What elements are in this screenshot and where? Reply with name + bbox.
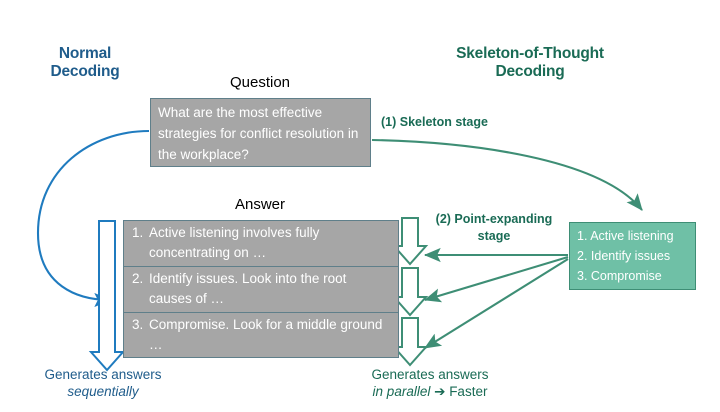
header-sot-line2: Decoding <box>495 63 565 80</box>
skeleton-item: 3. Compromise <box>577 269 662 283</box>
caption-parallel-line1: Generates answers <box>371 367 489 382</box>
curved-arrow-blue-icon <box>36 129 150 308</box>
question-text: What are the most effective strategies f… <box>158 105 359 162</box>
header-skeleton-of-thought-decoding: Skeleton-of-Thought Decoding <box>400 45 660 81</box>
answer-row-text: Identify issues. Look into the root caus… <box>149 271 347 306</box>
fan-arrow-green-3-icon <box>424 258 569 349</box>
answer-row-text: Compromise. Look for a middle ground … <box>149 317 383 352</box>
stage-2-label-line1: (2) Point-expanding <box>435 212 553 226</box>
header-normal-line2: Decoding <box>50 63 120 80</box>
caption-parallel-tail: Faster <box>449 384 488 399</box>
block-arrow-down-green-1-icon <box>391 217 429 266</box>
header-normal-decoding: Normal Decoding <box>20 45 150 81</box>
stage-2-label-line2: stage <box>477 229 511 243</box>
question-label: Question <box>229 74 291 91</box>
skeleton-item: 2. Identify issues <box>577 249 671 263</box>
answer-row-text: Active listening involves fully concentr… <box>149 225 320 260</box>
stage-2-label: (2) Point-expanding stage <box>424 211 564 245</box>
header-sot-line1: Skeleton-of-Thought <box>456 45 604 62</box>
answer-row: 3. Compromise. Look for a middle ground … <box>124 313 398 359</box>
skeleton-box: 1. Active listening 2. Identify issues 3… <box>569 222 696 290</box>
answer-row: 1. Active listening involves fully conce… <box>124 221 398 267</box>
block-arrow-down-green-3-icon <box>391 317 429 367</box>
block-arrow-down-green-2-icon <box>391 267 429 317</box>
answer-row: 2. Identify issues. Look into the root c… <box>124 267 398 313</box>
answer-row-number: 2. <box>132 271 144 286</box>
caption-sequential-line1: Generates answers <box>44 367 162 382</box>
question-box: What are the most effective strategies f… <box>150 98 371 167</box>
answer-label: Answer <box>234 196 286 213</box>
caption-parallel-emphasis: in parallel <box>372 384 431 399</box>
skeleton-item: 1. Active listening <box>577 229 674 243</box>
caption-sequential: Generates answers sequentially <box>18 366 188 400</box>
stage-1-label: (1) Skeleton stage <box>381 115 488 129</box>
answer-row-number: 3. <box>132 317 144 332</box>
block-arrow-down-blue-icon <box>88 220 126 372</box>
caption-parallel: Generates answers in parallel ➔ Faster <box>330 366 530 400</box>
fan-arrow-green-2-icon <box>423 255 569 303</box>
answer-box: 1. Active listening involves fully conce… <box>123 220 399 358</box>
answer-row-number: 1. <box>132 225 144 240</box>
right-arrow-icon: ➔ <box>434 384 446 399</box>
curved-arrow-green-icon <box>371 138 643 211</box>
caption-parallel-line2: in parallel ➔ Faster <box>330 383 530 400</box>
caption-sequential-line2: sequentially <box>67 384 139 399</box>
header-normal-line1: Normal <box>58 45 112 62</box>
